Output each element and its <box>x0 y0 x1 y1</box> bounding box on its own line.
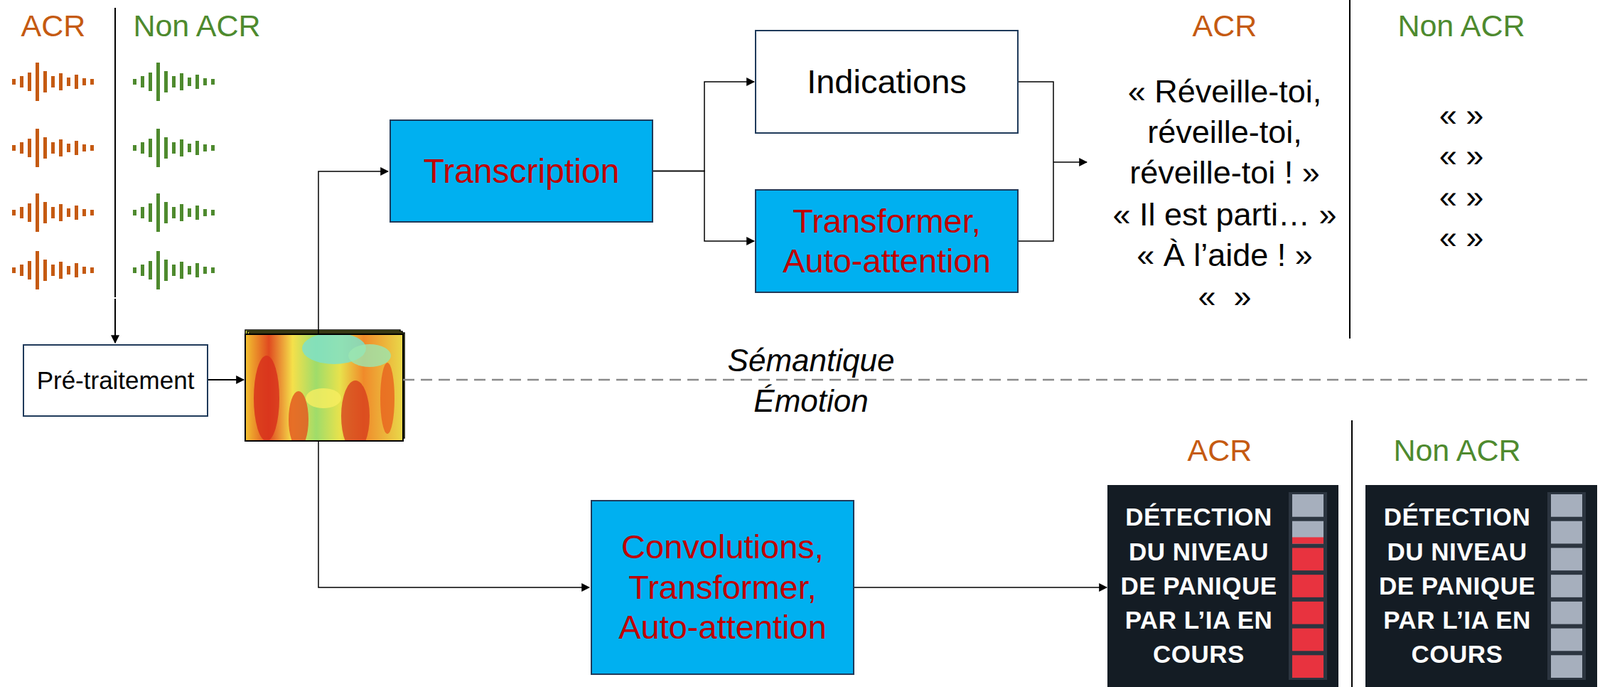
box-text: Indications <box>806 61 967 102</box>
arrow-line <box>114 298 116 343</box>
spectrogram <box>245 329 405 452</box>
quote-text: « » <box>1103 275 1346 317</box>
box-text: Transformer, Auto-attention <box>766 201 1008 282</box>
process-box: Pré-traitement <box>22 344 209 417</box>
level-bar <box>1547 491 1586 680</box>
process-box: Transcription <box>389 119 654 223</box>
quote-text: « » <box>1390 94 1533 136</box>
quote-text: « Il est parti… » <box>1103 194 1346 235</box>
group-label: ACR <box>1153 7 1296 45</box>
panic-panel: DÉTECTION DU NIVEAU DE PANIQUE PAR L’IA … <box>1107 484 1339 687</box>
waveforms <box>12 62 215 290</box>
quote-text: « » <box>1390 135 1533 176</box>
panic-panel: DÉTECTION DU NIVEAU DE PANIQUE PAR L’IA … <box>1365 484 1598 687</box>
group-label: Non ACR <box>1383 7 1540 45</box>
process-box: Convolutions, Transformer, Auto-attentio… <box>590 499 855 675</box>
connector-arrow <box>653 171 755 242</box>
arrow-line <box>1053 161 1087 163</box>
quote-text: « » <box>1390 216 1533 258</box>
merge-line <box>1018 81 1054 241</box>
axis-label: Émotion <box>697 383 925 418</box>
connector-arrow <box>854 586 1107 588</box>
group-label: ACR <box>1148 431 1291 469</box>
group-label: Non ACR <box>1378 431 1536 469</box>
box-text: Pré-traitement <box>36 365 195 396</box>
level-bar <box>1288 491 1328 680</box>
box-text: Convolutions, Transformer, Auto-attentio… <box>602 526 844 647</box>
connector-line <box>318 440 590 588</box>
connector-line <box>318 171 389 335</box>
quote-text: « » <box>1390 176 1533 217</box>
divider-line <box>1351 420 1353 687</box>
divider-line <box>114 7 116 298</box>
process-box: Transformer, Auto-attention <box>754 189 1019 293</box>
axis-label: Sémantique <box>697 343 925 378</box>
panel-text: DÉTECTION DU NIVEAU DE PANIQUE PAR L’IA … <box>1115 499 1282 671</box>
quote-text: « Réveille-toi, réveille-toi, réveille-t… <box>1103 71 1346 193</box>
quote-text: « À l’aide ! » <box>1103 234 1346 276</box>
process-box: Indications <box>754 29 1019 134</box>
panel-text: DÉTECTION DU NIVEAU DE PANIQUE PAR L’IA … <box>1373 499 1541 671</box>
arrow-line <box>208 378 244 381</box>
separator-line <box>403 378 1589 381</box>
group-label: ACR <box>0 7 125 45</box>
group-label: Non ACR <box>118 7 276 45</box>
divider-line <box>1349 0 1351 339</box>
connector-arrow <box>653 81 755 172</box>
box-text: Transcription <box>423 150 620 192</box>
